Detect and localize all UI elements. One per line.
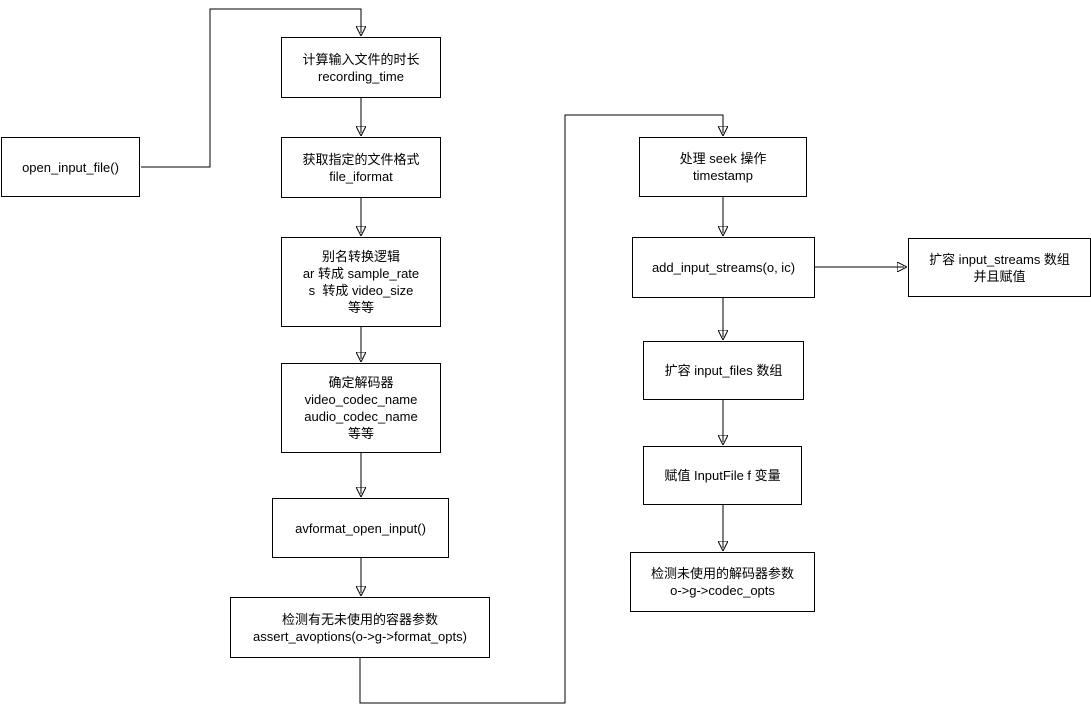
edge-assert-avoptions-to-seek-timestamp xyxy=(359,114,723,704)
node-alias-convert: 别名转换逻辑 ar 转成 sample_rate s 转成 video_size… xyxy=(281,237,441,327)
node-file-iformat: 获取指定的文件格式 file_iformat xyxy=(281,137,441,198)
node-seek-timestamp: 处理 seek 操作 timestamp xyxy=(639,137,807,197)
node-avformat-open-input: avformat_open_input() xyxy=(272,498,449,558)
node-recording-time: 计算输入文件的时长 recording_time xyxy=(281,37,441,98)
node-decoder-select: 确定解码器 video_codec_name audio_codec_name … xyxy=(281,363,441,453)
node-add-input-streams: add_input_streams(o, ic) xyxy=(632,237,815,298)
node-assign-inputfile: 赋值 InputFile f 变量 xyxy=(643,446,802,505)
node-check-codec-opts: 检测未使用的解码器参数 o->g->codec_opts xyxy=(630,552,815,612)
node-expand-input-files: 扩容 input_files 数组 xyxy=(643,341,804,400)
edge-open-input-to-recording-time xyxy=(141,8,361,168)
node-open-input-file: open_input_file() xyxy=(1,137,140,197)
node-expand-input-streams: 扩容 input_streams 数组 并且赋值 xyxy=(908,238,1091,297)
node-assert-avoptions: 检测有无未使用的容器参数 assert_avoptions(o->g->form… xyxy=(230,597,490,658)
